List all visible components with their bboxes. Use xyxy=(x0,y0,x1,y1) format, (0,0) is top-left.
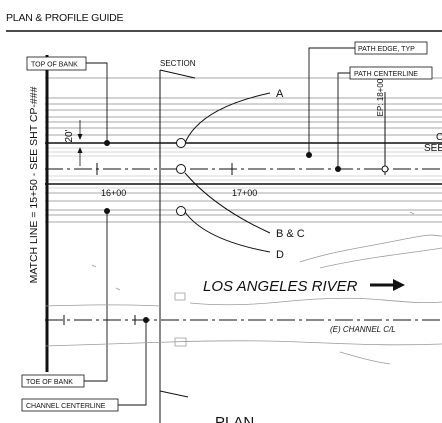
path-centerline-leader xyxy=(337,72,350,169)
top-of-bank-point xyxy=(104,140,110,146)
path-centerline-point xyxy=(335,166,341,172)
edge-text-see: SEE xyxy=(424,143,442,154)
section-mark-a: A xyxy=(276,88,284,100)
river-bank-sketch xyxy=(44,211,442,365)
flow-arrow-icon xyxy=(370,279,405,291)
section-mark-bc: B & C xyxy=(276,228,305,240)
section-cut-bottom-arrow xyxy=(159,390,189,398)
section-cut-top-arrow xyxy=(159,69,196,79)
edge-text-c: C xyxy=(436,132,442,143)
path-edge-point xyxy=(306,152,312,158)
toe-of-bank-label: TOE OF BANK xyxy=(26,379,73,386)
match-line-label: MATCH LINE = 15+50 - SEE SHT CP-### xyxy=(28,86,40,283)
section-callouts xyxy=(176,92,271,253)
channel-note: (E) CHANNEL C/L xyxy=(330,325,396,334)
station-label-16: 16+00 xyxy=(101,188,126,198)
section-label: SECTION xyxy=(160,59,196,68)
channel-centerline-leader xyxy=(118,320,147,406)
channel-centerline-box xyxy=(21,398,119,412)
ep-station-label: EP: 18+00.00 xyxy=(376,67,385,116)
section-mark-d: D xyxy=(276,249,284,261)
path-edge-label: PATH EDGE, TYP xyxy=(358,46,415,53)
channel-ticks xyxy=(63,315,136,325)
plan-title: PLAN xyxy=(215,414,254,423)
path-centerline-label: PATH CENTERLINE xyxy=(354,71,418,78)
toe-of-bank-point xyxy=(104,208,110,214)
channel-centerline-label: CHANNEL CENTERLINE xyxy=(26,403,106,410)
bank-lines xyxy=(45,77,442,223)
dimension-label: 20' xyxy=(64,129,75,142)
page-title: PLAN & PROFILE GUIDE xyxy=(6,12,124,24)
ep-point xyxy=(381,165,389,173)
station-label-17: 17+00 xyxy=(232,188,257,198)
top-of-bank-leader xyxy=(86,62,108,143)
toe-of-bank-box xyxy=(21,374,85,388)
station-ticks xyxy=(96,92,386,175)
top-of-bank-box xyxy=(26,56,87,71)
path-edge-leader xyxy=(308,47,355,155)
river-label: LOS ANGELES RIVER xyxy=(203,278,358,295)
toe-of-bank-leader xyxy=(84,211,108,382)
dimension-20ft xyxy=(73,120,87,166)
top-of-bank-label: TOP OF BANK xyxy=(31,62,78,69)
